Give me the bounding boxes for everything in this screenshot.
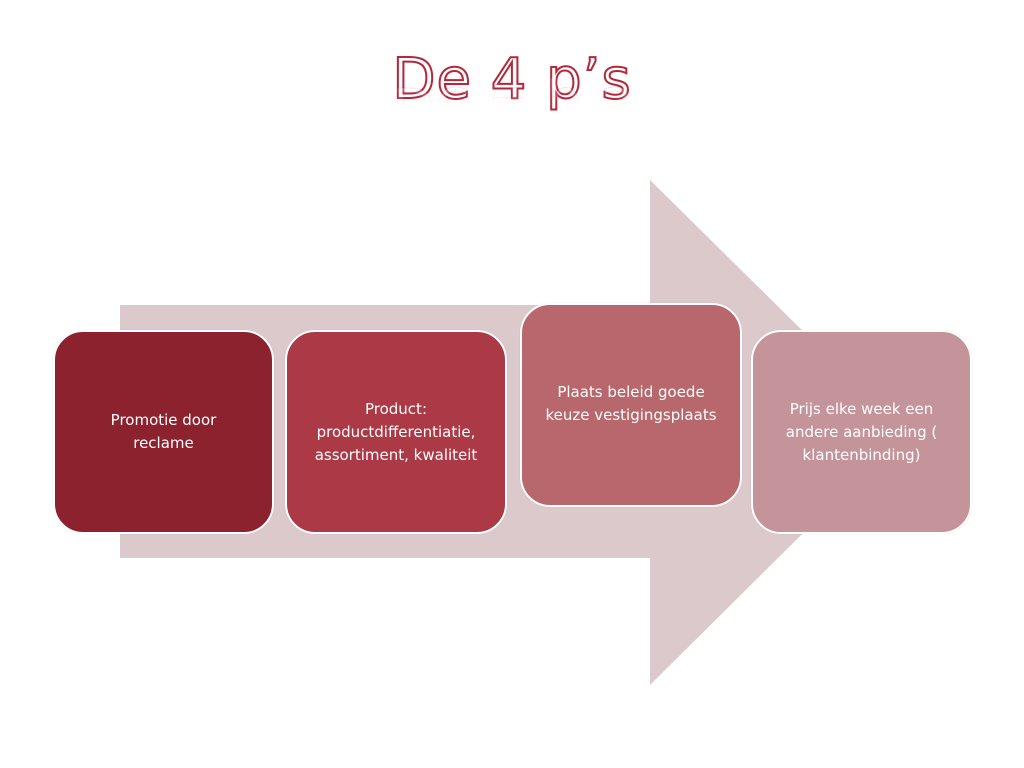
step-text-product: Product: productdifferentiatie, assortim… [314,399,478,464]
step-box-plaats: Plaats beleid goede keuze vestigingsplaa… [520,303,742,507]
step-box-prijs: Prijs elke week een andere aanbieding ( … [751,330,972,534]
step-text-promotie: Promotie door reclame [110,411,217,452]
title-container: De 4 p’s [0,47,1024,112]
step-text-plaats: Plaats beleid goede keuze vestigingsplaa… [545,383,717,424]
step-box-promotie: Promotie door reclame [53,330,274,534]
slide-title: De 4 p’s [391,47,632,112]
step-text-prijs: Prijs elke week een andere aanbieding ( … [785,399,938,464]
step-box-product: Product: productdifferentiatie, assortim… [285,330,507,534]
